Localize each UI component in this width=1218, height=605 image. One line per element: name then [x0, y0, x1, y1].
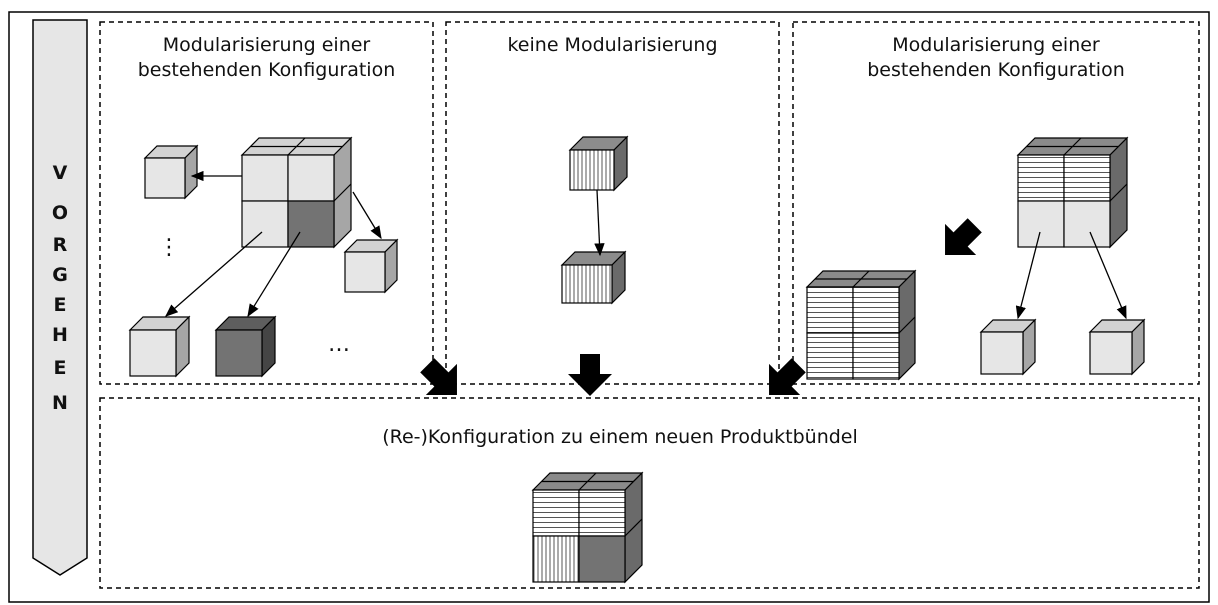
process-letter: G — [52, 264, 68, 286]
panel-left — [99, 21, 434, 385]
process-letter: E — [53, 294, 67, 316]
connector-arrow — [165, 231, 263, 317]
panel-bottom-title: (Re-)Konfiguration zu einem neuen Produk… — [382, 426, 858, 448]
small-cube — [128, 315, 191, 378]
process-letter: O — [51, 202, 69, 224]
block-arrow-diagonal — [945, 218, 982, 255]
small-cube — [1088, 318, 1146, 376]
connector-arrow — [1015, 231, 1041, 320]
result-cube — [531, 471, 644, 584]
vertical-ellipsis: ⋮ — [158, 235, 182, 260]
process-letter: V — [52, 162, 68, 184]
panel-right-title: Modularisierung einer bestehenden Konfig… — [867, 34, 1125, 81]
hatched-cube — [568, 135, 629, 192]
process-letter: H — [52, 324, 68, 346]
block-arrow-down-left — [420, 358, 457, 395]
connector-arrow — [352, 191, 382, 240]
connector-arrow — [594, 189, 605, 257]
small-cube — [214, 315, 277, 378]
process-letter: N — [52, 392, 68, 414]
block-arrow-down — [568, 354, 612, 396]
exploded-cube-right — [805, 269, 917, 381]
connector-arrow — [1089, 231, 1127, 320]
panel-left-title: Modularisierung einer bestehenden Konfig… — [137, 34, 396, 81]
panel-middle-title: keine Modularisierung — [507, 34, 718, 56]
big-cube-right — [1016, 136, 1129, 249]
outer-frame — [8, 11, 1210, 603]
panel-right — [792, 21, 1200, 385]
process-letter: E — [53, 357, 67, 379]
big-cube-left — [240, 136, 353, 249]
small-cube — [979, 318, 1037, 376]
panel-bottom — [99, 397, 1200, 589]
hatched-cube — [560, 250, 627, 305]
panel-middle — [445, 21, 780, 385]
cube-group — [128, 135, 1146, 584]
process-letter: R — [52, 234, 68, 256]
small-cube — [343, 238, 399, 294]
process-arrow — [32, 19, 88, 576]
horizontal-ellipsis: … — [328, 332, 352, 357]
connector-arrow — [247, 231, 301, 318]
arrow-group — [165, 170, 1127, 396]
block-arrow-down-right — [769, 358, 806, 395]
small-cube — [143, 144, 199, 200]
